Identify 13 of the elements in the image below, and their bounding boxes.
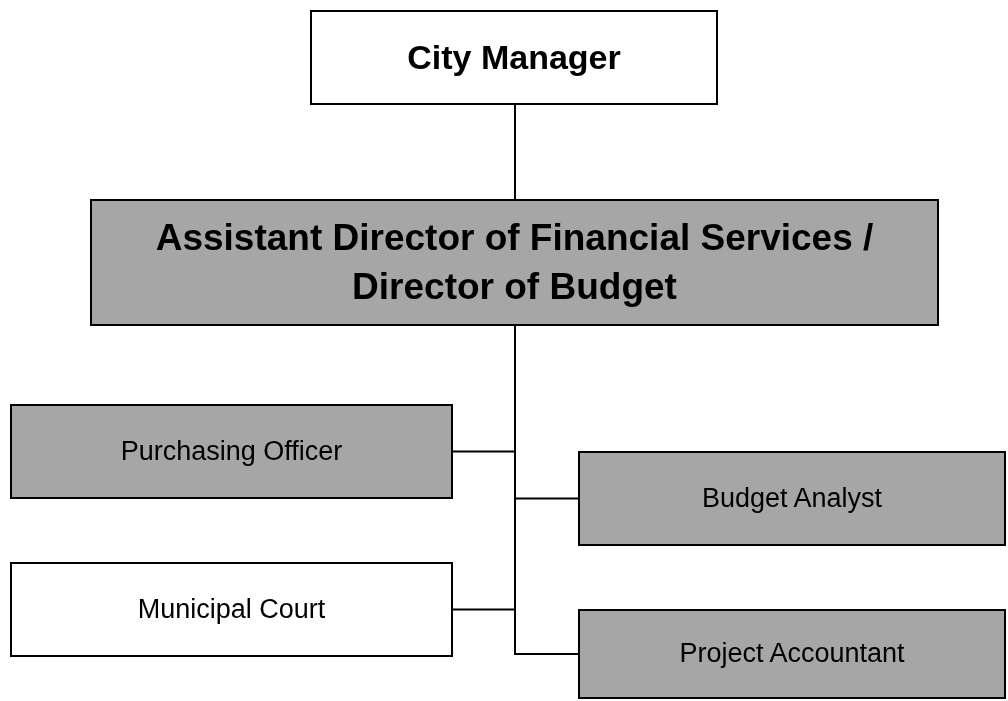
org-chart-box xyxy=(10,562,453,657)
org-chart-box xyxy=(90,199,939,326)
position-title: Project Accountant xyxy=(678,637,906,671)
position-title: City Manager xyxy=(406,37,622,79)
org-chart-box xyxy=(310,10,718,105)
position-title: Assistant Director of Financial Services / Director of Budget xyxy=(154,216,875,309)
position-title: Purchasing Officer xyxy=(119,434,344,468)
position-title: Municipal Court xyxy=(136,592,327,626)
org-chart-box xyxy=(578,609,1006,699)
position-title: Budget Analyst xyxy=(700,481,884,515)
org-chart-box xyxy=(10,404,453,499)
org-chart-box xyxy=(578,451,1006,546)
connector-line xyxy=(514,104,516,200)
